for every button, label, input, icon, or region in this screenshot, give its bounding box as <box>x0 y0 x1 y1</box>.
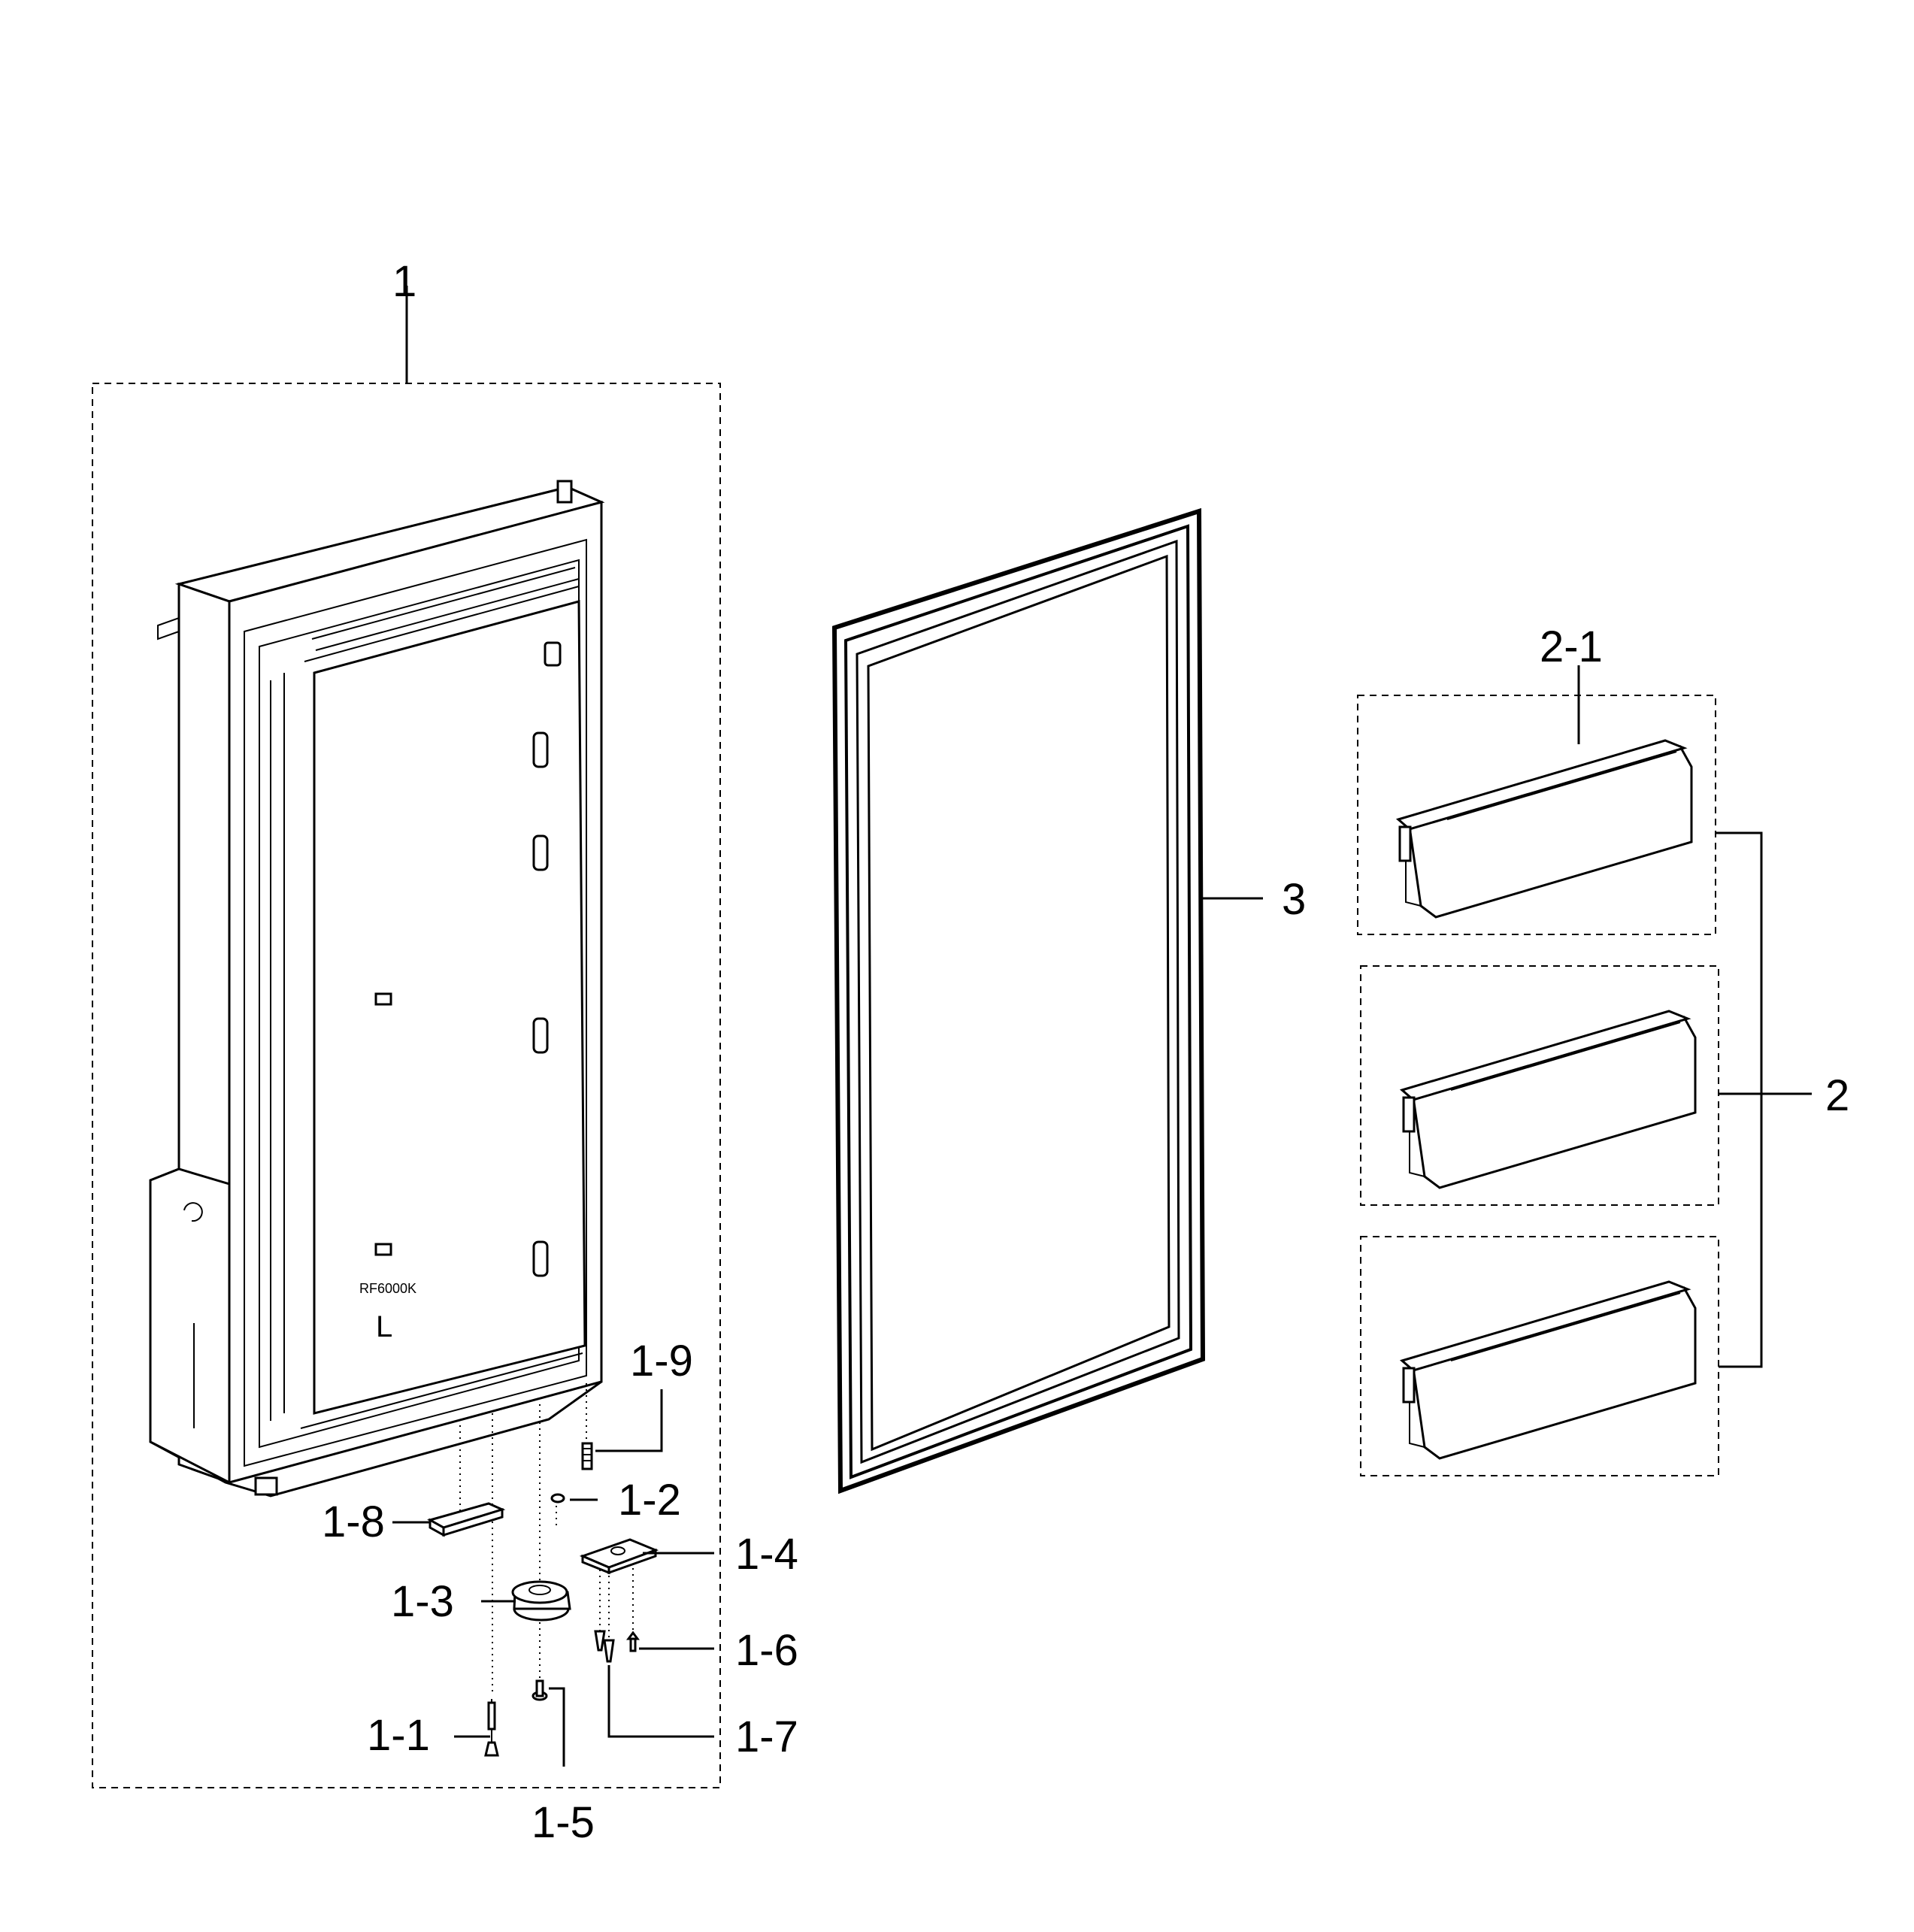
door-foam-assembly: RF6000K L <box>149 480 605 1497</box>
callout-1-7: 1-7 <box>735 1712 798 1761</box>
callout-2: 2 <box>1825 1071 1849 1120</box>
door-assembly-group: 1 <box>92 257 798 1847</box>
door-gasket <box>831 507 1206 1494</box>
callout-1-4: 1-4 <box>735 1530 798 1579</box>
door-guard-3 <box>1399 1280 1697 1460</box>
part-1-1-screw <box>484 1699 499 1757</box>
part-1-7-bolts <box>594 1630 615 1663</box>
callout-1-9: 1-9 <box>630 1337 693 1385</box>
door-model-mark: RF6000K <box>359 1281 416 1296</box>
door-guard-1-boundary <box>1357 695 1716 935</box>
callout-1-6: 1-6 <box>735 1626 798 1675</box>
callout-1-1: 1-1 <box>367 1711 430 1760</box>
part-1-5-bolt <box>531 1679 548 1701</box>
callout-1-5: 1-5 <box>531 1798 595 1847</box>
callout-2-1: 2-1 <box>1540 622 1603 671</box>
callout-3: 3 <box>1282 875 1306 924</box>
callout-1-8: 1-8 <box>322 1497 385 1546</box>
callout-1-3: 1-3 <box>391 1577 454 1626</box>
part-1-4-hinge-plate <box>579 1538 659 1575</box>
part-1-8-bracket <box>427 1502 506 1537</box>
callout-1: 1 <box>392 257 416 306</box>
door-guard-2-boundary <box>1360 965 1719 1206</box>
door-guard-2 <box>1399 1010 1697 1189</box>
callout-1-2: 1-2 <box>618 1476 681 1525</box>
part-1-6-screw <box>626 1631 640 1652</box>
door-side-mark: L <box>376 1310 392 1343</box>
part-1-3-hinge-cam <box>511 1580 571 1622</box>
door-guard-group: 2-1 2 <box>1357 622 1849 1476</box>
part-1-9-spring <box>581 1442 593 1470</box>
door-guard-3-boundary <box>1360 1236 1719 1476</box>
part-1-2-washer <box>550 1493 565 1504</box>
door-guard-1 <box>1395 739 1693 919</box>
